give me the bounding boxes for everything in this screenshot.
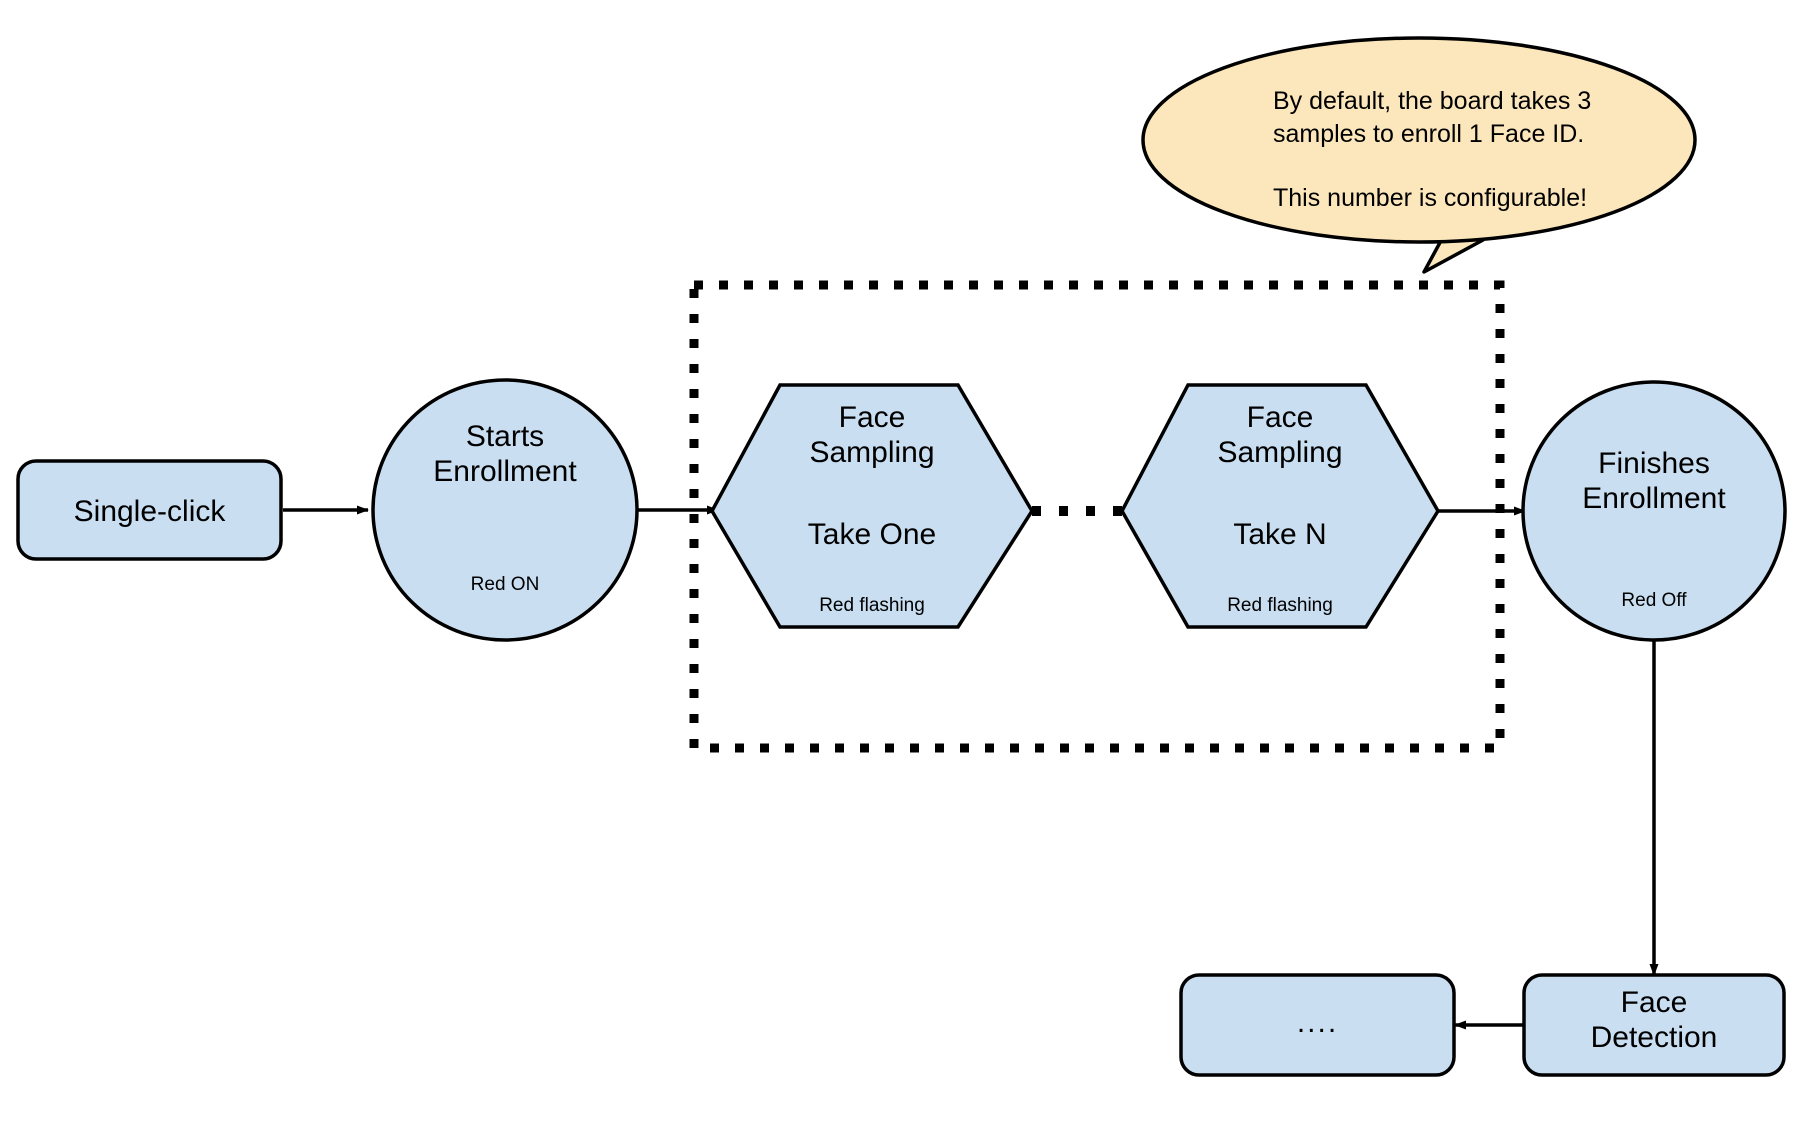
node-continuation[interactable] — [1179, 973, 1456, 1077]
callout-bubble — [1141, 36, 1697, 244]
node-finishes-enrollment[interactable] — [1521, 380, 1787, 642]
node-face-sampling-take-n[interactable] — [1120, 383, 1441, 629]
node-single-click[interactable] — [16, 459, 283, 561]
sampling-group-box — [689, 280, 1505, 753]
node-face-sampling-take-one[interactable] — [709, 383, 1035, 629]
node-face-detection[interactable] — [1522, 973, 1786, 1077]
node-starts-enrollment[interactable] — [371, 378, 639, 642]
